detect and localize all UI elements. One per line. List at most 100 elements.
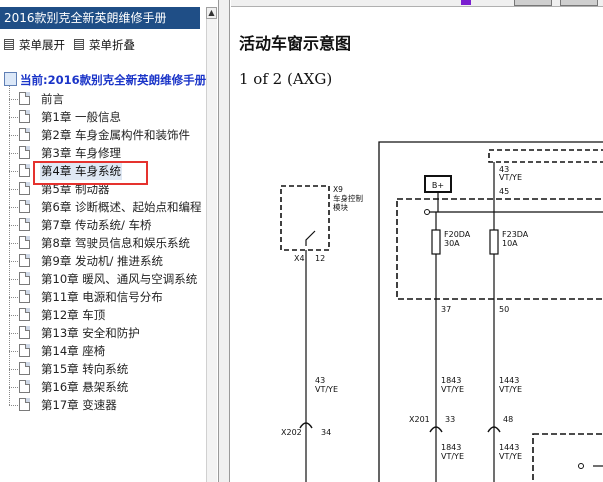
page-title: 活动车窗示意图 [239,34,352,53]
expand-menu-label: 菜单展开 [19,38,65,52]
wiring-diagram: B+ 43 VT/YE 45 F20DA 30A F23DA 10A 37 50 [280,141,603,482]
page-subtitle: 1 of 2 (AXG) [239,70,333,88]
tree-item[interactable]: 第12章 车顶 [9,306,209,324]
tree-item-label: 第11章 电源和信号分布 [41,290,163,304]
sidebar-scrollbar[interactable] [206,19,217,482]
tree-connector [9,261,18,262]
tree-item-label: 第16章 悬架系统 [41,380,129,394]
document-icon [19,308,30,321]
toolbar-marker [461,0,471,5]
tree-guide-line [9,86,10,406]
tree-connector [9,171,18,172]
tree-connector [9,279,18,280]
tree-item[interactable]: 第7章 传动系统/ 车桥 [9,216,209,234]
tree-connector [9,99,18,100]
tree-connector [9,117,18,118]
tree-item-label: 第8章 驾驶员信息和娱乐系统 [41,236,190,250]
module-name-line2: 模块 [333,202,348,212]
tree-item[interactable]: 第1章 一般信息 [9,108,209,126]
navigation-pane: 2016款别克全新英朗维修手册 ▲ 菜单展开 菜单折叠 当前:2016款别克全新… [0,0,219,482]
document-icon [19,326,30,339]
document-icon [19,254,30,267]
fuse-f20da-name: F20DA [444,230,471,239]
tree-item-label: 第5章 制动器 [41,182,110,196]
tree-item[interactable]: 第17章 变速器 [9,396,209,414]
tree-item-label: 第14章 座椅 [41,344,106,358]
tree-item[interactable]: 第6章 诊断概述、起始点和编程 [9,198,209,216]
sidebar-title: 2016款别克全新英朗维修手册 [0,7,200,29]
wire-color-1843-upper: VT/YE [441,385,464,394]
wire-1843-lower: 1843 [441,443,461,452]
tree-item[interactable]: 第16章 悬架系统 [9,378,209,396]
expand-menu-button[interactable]: 菜单展开 [4,37,65,53]
fuse-block-top [488,149,603,163]
fuse-f23da-name: F23DA [502,230,529,239]
toolbar-button[interactable] [560,0,598,6]
tree-item[interactable]: 第11章 电源和信号分布 [9,288,209,306]
document-icon [19,272,30,285]
wire-color-1843-lower: VT/YE [441,452,464,461]
pane-splitter[interactable] [219,0,230,482]
tree-item[interactable]: 第13章 安全和防护 [9,324,209,342]
pin-48: 48 [503,415,513,424]
module-x9-id: X9 [333,185,343,194]
document-icon [19,380,30,393]
tree-connector [9,387,18,388]
tree-connector [9,153,18,154]
tree-item-label: 第12章 车顶 [41,308,106,322]
wire-43-top: 43 [499,165,509,174]
pin-37: 37 [441,305,451,314]
tree-item[interactable]: 第8章 驾驶员信息和娱乐系统 [9,234,209,252]
tree-item-label: 第6章 诊断概述、起始点和编程 [41,200,202,214]
toolbar-button[interactable] [514,0,552,6]
wire-1443-upper: 1443 [499,376,519,385]
connector-x4: X4 [294,254,305,263]
document-icon [19,398,30,411]
tree-item[interactable]: 第2章 车身金属构件和装饰件 [9,126,209,144]
document-icon [19,218,30,231]
document-icon [19,110,30,123]
tree-item-label: 第10章 暖风、通风与空调系统 [41,272,198,286]
tree-item-label: 第3章 车身修理 [41,146,121,160]
tree-item[interactable]: 第10章 暖风、通风与空调系统 [9,270,209,288]
pin-50: 50 [499,305,509,314]
module-x9-box [280,185,330,251]
tree-item[interactable]: 第4章 车身系统 [9,162,209,180]
document-icon [19,146,30,159]
fuse-f20da [431,229,441,255]
tree-root[interactable]: 当前:2016款别克全新英朗维修手册 [4,72,206,88]
tree-connector [9,189,18,190]
tree-item-label: 第7章 传动系统/ 车桥 [41,218,152,232]
tree-connector [9,351,18,352]
tree-connector [9,243,18,244]
document-icon [19,362,30,375]
content-pane: 活动车窗示意图 1 of 2 (AXG) B+ 43 VT/YE 45 [231,0,603,482]
book-icon [4,72,17,86]
document-icon [19,344,30,357]
tree-item[interactable]: 第9章 发动机/ 推进系统 [9,252,209,270]
scroll-up-button[interactable]: ▲ [206,7,217,19]
pin-12: 12 [315,254,325,263]
tree-item[interactable]: 第14章 座椅 [9,342,209,360]
tree-item[interactable]: 第15章 转向系统 [9,360,209,378]
collapse-menu-button[interactable]: 菜单折叠 [74,37,135,53]
fuse-f20da-rating: 30A [444,239,460,248]
tree-connector [9,405,18,406]
module-switch [305,230,316,246]
tree-item[interactable]: 第3章 车身修理 [9,144,209,162]
b-plus-label: B+ [432,181,444,190]
tree-item-label: 第9章 发动机/ 推进系统 [41,254,164,268]
pin-34: 34 [321,428,331,437]
tree-item[interactable]: 前言 [9,90,209,108]
tree-item[interactable]: 第5章 制动器 [9,180,209,198]
fuse-block [396,198,603,300]
document-icon [19,164,30,177]
tree-connector [9,135,18,136]
tree-connector [9,369,18,370]
wire-45: 45 [499,187,509,196]
document-icon [19,128,30,141]
collapse-menu-label: 菜单折叠 [89,38,135,52]
tree-item-label: 第4章 车身系统 [40,162,122,180]
wire-1443-lower: 1443 [499,443,519,452]
